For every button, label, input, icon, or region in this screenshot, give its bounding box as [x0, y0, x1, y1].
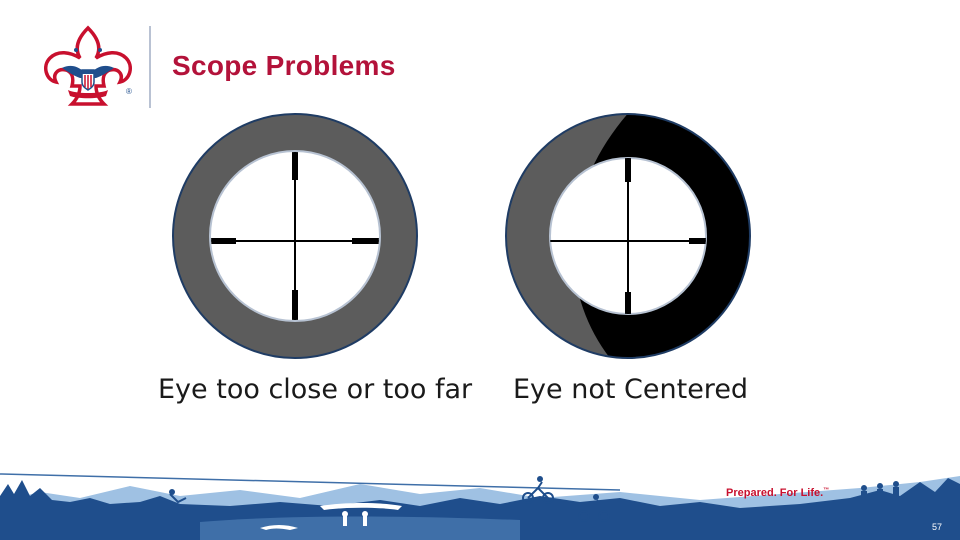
tagline-trademark: ™	[823, 487, 830, 494]
page-number: 57	[932, 522, 943, 532]
bsa-logo-icon: ®	[44, 25, 132, 106]
registered-mark: ®	[126, 87, 132, 96]
scope-caption-not-centered: Eye not Centered	[513, 374, 749, 405]
kayak-icon	[260, 525, 298, 530]
footer-landscape	[0, 473, 960, 540]
scope-caption-too-close: Eye too close or too far	[158, 374, 473, 405]
crosshair	[550, 158, 706, 314]
cyclist-icon	[522, 481, 554, 504]
cyclist-icon	[578, 499, 610, 522]
slide-title: Scope Problems	[172, 50, 396, 81]
tagline: Prepared. For Life.™	[726, 487, 829, 499]
scope-diagram-not-centered	[505, 113, 751, 359]
canoe-icon	[320, 503, 402, 510]
crosshair	[211, 152, 379, 320]
hikers-icon	[861, 481, 899, 505]
tagline-text: Prepared. For Life.	[726, 487, 824, 499]
scope-diagram-too-close	[172, 113, 418, 359]
zipline	[0, 473, 621, 491]
header-divider	[149, 26, 151, 108]
zipliner-icon	[169, 493, 187, 504]
